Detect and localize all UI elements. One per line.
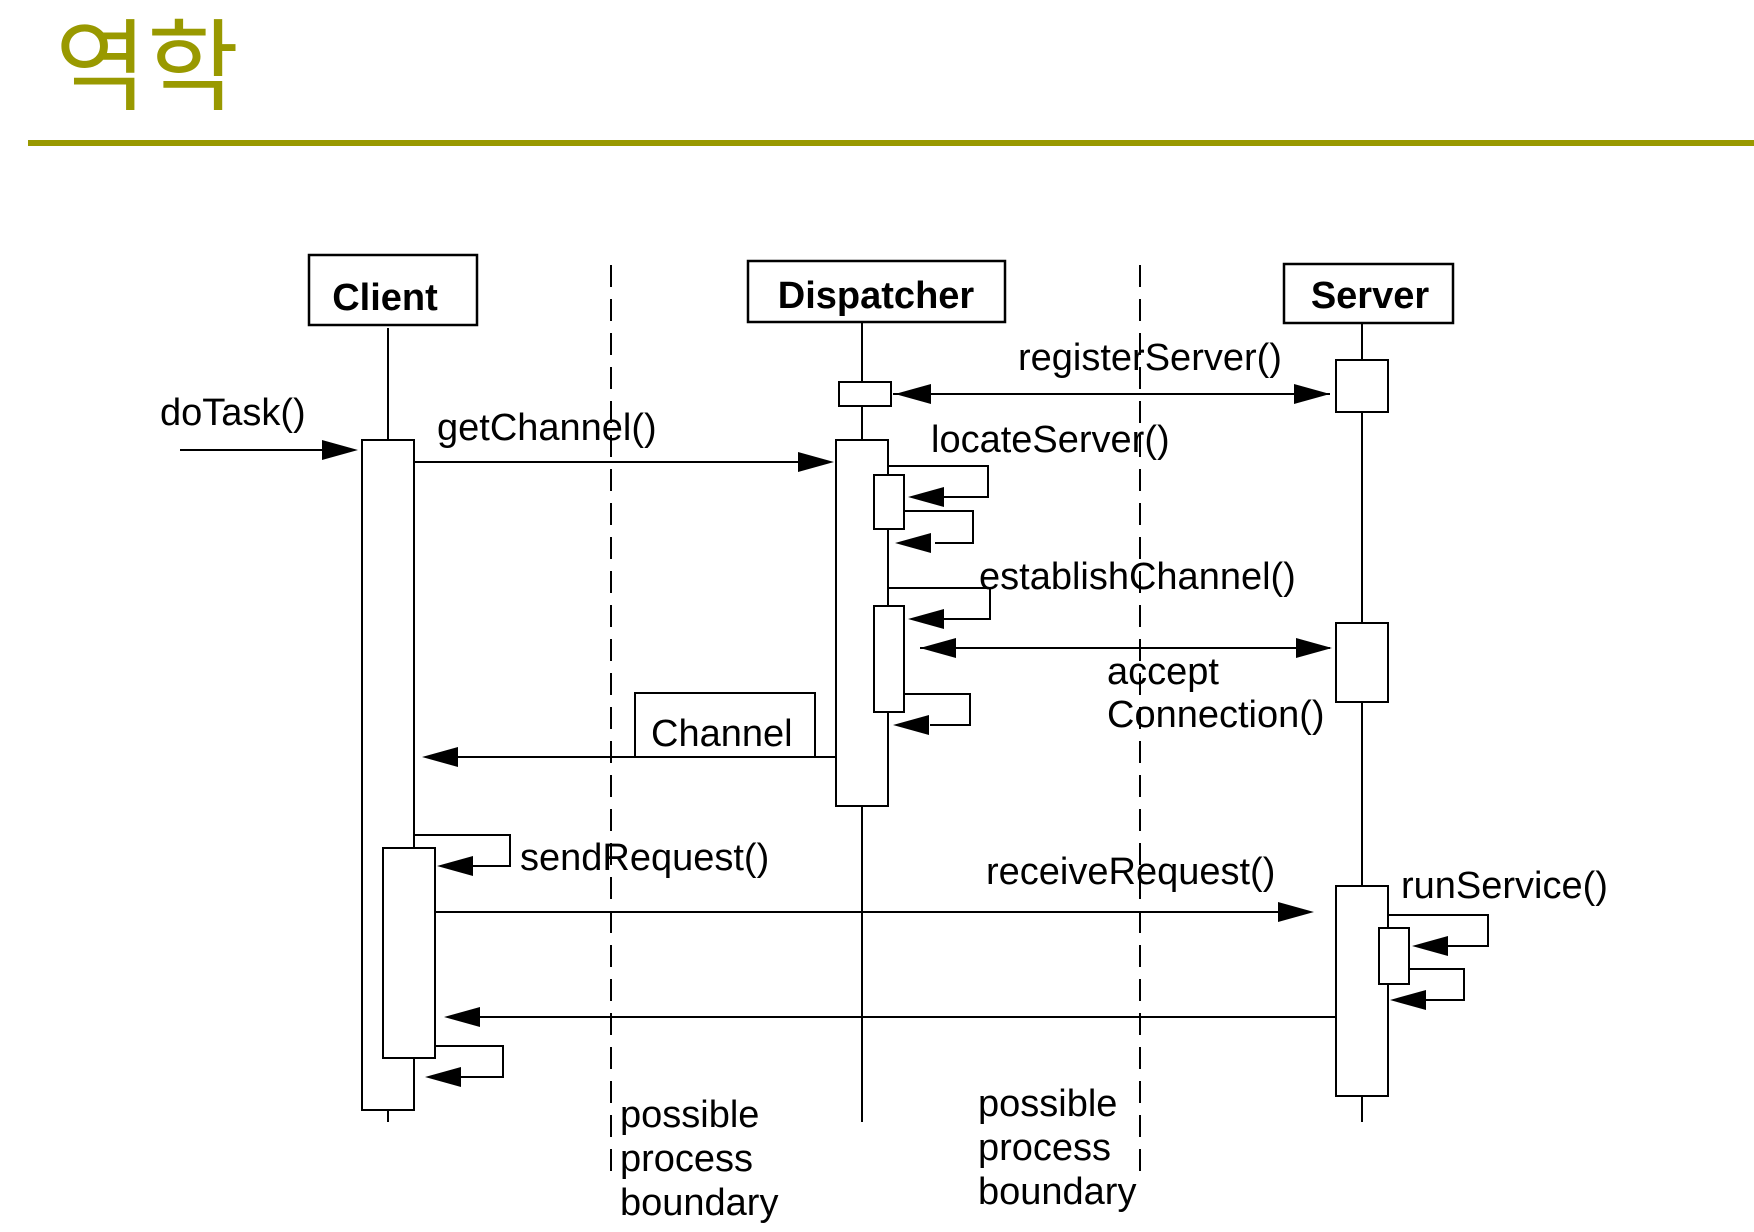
svg-text:boundary: boundary <box>978 1171 1136 1213</box>
server-activation-service <box>1335 885 1389 1097</box>
dispatcher-activation-locate <box>873 474 905 530</box>
channel-object-label: Channel <box>651 713 793 755</box>
client-object-label: Client <box>332 277 438 319</box>
message-channel-return <box>422 747 836 767</box>
message-registerserver: registerServer() <box>893 337 1330 404</box>
message-acceptconnection: accept Connection() <box>920 638 1332 736</box>
svg-text:process: process <box>978 1127 1111 1169</box>
svg-text:process: process <box>620 1138 753 1180</box>
dispatcher-object-label: Dispatcher <box>778 275 975 317</box>
message-receiverequest-label: receiveRequest() <box>986 851 1275 893</box>
message-locateserver: locateServer() <box>888 419 1170 553</box>
svg-text:boundary: boundary <box>620 1182 778 1224</box>
message-service-reply <box>444 1007 1336 1027</box>
message-runservice-label: runService() <box>1401 865 1608 907</box>
message-sendrequest-label: sendRequest() <box>520 837 769 879</box>
svg-text:possible: possible <box>620 1094 759 1136</box>
dispatcher-object: Dispatcher <box>746 259 1007 324</box>
message-getchannel: getChannel() <box>414 407 834 472</box>
server-object: Server <box>1282 262 1455 325</box>
title-underline <box>28 140 1754 146</box>
dispatcher-activation-register <box>838 381 892 407</box>
server-object-label: Server <box>1311 275 1430 317</box>
message-dotask: doTask() <box>160 392 358 460</box>
server-activation-accept <box>1335 622 1389 703</box>
message-client-return <box>425 1045 504 1087</box>
server-activation-run <box>1378 927 1410 985</box>
message-establishchannel: establishChannel() <box>888 556 1296 735</box>
message-runservice: runService() <box>1388 865 1608 1010</box>
message-getchannel-label: getChannel() <box>437 407 657 449</box>
server-activation-register <box>1335 359 1389 413</box>
svg-text:possible: possible <box>978 1083 1117 1125</box>
message-acceptconnection-label-line1: accept <box>1107 651 1219 693</box>
process-boundary-left-label: possible process boundary <box>620 1094 778 1224</box>
message-sendrequest: sendRequest() <box>414 834 769 879</box>
message-registerserver-label: registerServer() <box>1018 337 1282 379</box>
client-activation-request <box>382 847 436 1059</box>
channel-object: Channel <box>634 692 816 758</box>
slide-title: 역학 <box>55 9 239 126</box>
process-boundary-right-label: possible process boundary <box>978 1083 1136 1213</box>
message-dotask-label: doTask() <box>160 392 306 434</box>
message-establishchannel-label: establishChannel() <box>979 556 1296 598</box>
client-object: Client <box>307 253 479 327</box>
message-locateserver-label: locateServer() <box>931 419 1170 461</box>
dispatcher-activation-establish <box>873 605 905 713</box>
message-acceptconnection-label-line2: Connection() <box>1107 694 1325 736</box>
message-receiverequest: receiveRequest() <box>435 851 1314 922</box>
